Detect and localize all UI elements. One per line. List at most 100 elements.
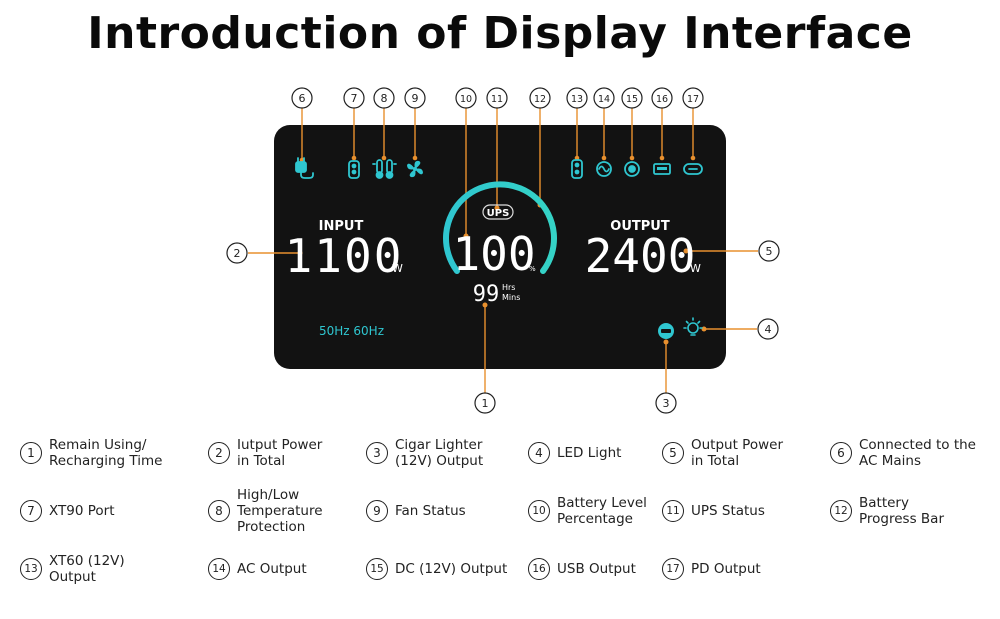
- xt60-port-icon: [571, 159, 583, 179]
- mins-label: Mins: [502, 293, 520, 302]
- callout-label-4: 4: [765, 323, 772, 336]
- legend-number: 13: [20, 558, 42, 580]
- dc-socket-icon: [624, 161, 640, 177]
- legend-text: High/Low Temperature Protection: [237, 487, 323, 535]
- legend-number: 16: [528, 558, 550, 580]
- callout-label-12: 12: [534, 94, 546, 105]
- display-screen: [274, 125, 726, 369]
- usb-port-icon: [653, 163, 671, 175]
- ups-badge: [482, 204, 514, 220]
- thermometer-icon: [372, 159, 397, 179]
- callout-label-17: 17: [687, 94, 699, 105]
- lightbulb-icon: [683, 317, 703, 336]
- legend-number: 9: [366, 500, 388, 522]
- legend-text: XT60 (12V) Output: [49, 553, 125, 585]
- callout-7: [343, 87, 365, 109]
- callout-11: [486, 87, 508, 109]
- callout-1: [474, 392, 496, 414]
- legend-item-1: 1 Remain Using/ Recharging Time: [20, 437, 162, 469]
- legend-text: USB Output: [557, 561, 636, 577]
- legend-number: 17: [662, 558, 684, 580]
- page-title: Introduction of Display Interface: [87, 8, 913, 59]
- callout-9: [404, 87, 426, 109]
- percent-sign: %: [529, 265, 536, 273]
- legend-item-5: 5 Output Power in Total: [662, 437, 783, 469]
- legend-number: 7: [20, 500, 42, 522]
- callout-label-13: 13: [571, 94, 583, 105]
- callout-8: [373, 87, 395, 109]
- hrs-label: Hrs: [502, 283, 515, 292]
- output-value: 2400: [585, 229, 696, 283]
- legend-number: 5: [662, 442, 684, 464]
- legend-item-9: 9 Fan Status: [366, 500, 466, 522]
- callout-12: [529, 87, 551, 109]
- callout-17: [682, 87, 704, 109]
- plug-icon: [295, 157, 314, 179]
- remaining-time-value: 99: [473, 282, 500, 307]
- legend-text: Battery Progress Bar: [859, 495, 944, 527]
- legend-number: 1: [20, 442, 42, 464]
- callout-label-10: 10: [460, 94, 472, 105]
- legend-number: 15: [366, 558, 388, 580]
- legend-text: Fan Status: [395, 503, 466, 519]
- callout-2: [226, 242, 248, 264]
- legend-text: UPS Status: [691, 503, 765, 519]
- callout-label-8: 8: [381, 92, 388, 105]
- legend-item-17: 17 PD Output: [662, 558, 761, 580]
- callout-label-5: 5: [766, 245, 773, 258]
- callout-numbers: [226, 87, 780, 414]
- battery-progress-arc: [443, 181, 557, 274]
- legend-item-16: 16 USB Output: [528, 558, 636, 580]
- callout-14: [593, 87, 615, 109]
- legend-text: PD Output: [691, 561, 761, 577]
- legend-item-10: 10 Battery Level Percentage: [528, 495, 647, 527]
- callout-lines: [248, 108, 758, 393]
- legend-item-2: 2 Iutput Power in Total: [208, 437, 322, 469]
- legend-text: AC Output: [237, 561, 307, 577]
- callout-label-11: 11: [491, 94, 503, 105]
- callout-10: [455, 87, 477, 109]
- legend-number: 3: [366, 442, 388, 464]
- legend-item-3: 3 Cigar Lighter (12V) Output: [366, 437, 483, 469]
- legend-text: Cigar Lighter (12V) Output: [395, 437, 484, 469]
- legend-item-13: 13 XT60 (12V) Output: [20, 553, 125, 585]
- legend-text: Output Power in Total: [691, 437, 784, 469]
- legend-text: Battery Level Percentage: [557, 495, 647, 527]
- legend-number: 4: [528, 442, 550, 464]
- input-value: 1100: [285, 229, 404, 283]
- callout-label-2: 2: [234, 247, 241, 260]
- legend-text: Iutput Power in Total: [237, 437, 323, 469]
- xt90-port-icon: [348, 160, 360, 179]
- legend-item-4: 4 LED Light: [528, 442, 622, 464]
- legend-text: XT90 Port: [49, 503, 115, 519]
- legend-number: 10: [528, 500, 550, 522]
- callout-label-3: 3: [663, 397, 670, 410]
- callout-6: [291, 87, 313, 109]
- callout-3: [655, 392, 677, 414]
- legend-text: Remain Using/ Recharging Time: [49, 437, 163, 469]
- fan-icon: [407, 160, 423, 178]
- legend-item-7: 7 XT90 Port: [20, 500, 115, 522]
- legend-item-12: 12 Battery Progress Bar: [830, 495, 944, 527]
- legend-number: 6: [830, 442, 852, 464]
- frequency-label: 50Hz 60Hz: [319, 324, 384, 338]
- legend-text: Connected to the AC Mains: [859, 437, 976, 469]
- callout-label-6: 6: [299, 92, 306, 105]
- callout-5: [758, 240, 780, 262]
- legend-number: 12: [830, 500, 852, 522]
- callout-label-15: 15: [626, 94, 638, 105]
- legend-number: 2: [208, 442, 230, 464]
- cigar-lighter-icon: [658, 323, 674, 339]
- legend-text: LED Light: [557, 445, 622, 461]
- ups-label: UPS: [487, 208, 510, 219]
- input-unit: W: [392, 262, 403, 275]
- callout-label-7: 7: [351, 92, 358, 105]
- callout-13: [566, 87, 588, 109]
- callout-label-16: 16: [656, 94, 668, 105]
- output-unit: W: [690, 262, 701, 275]
